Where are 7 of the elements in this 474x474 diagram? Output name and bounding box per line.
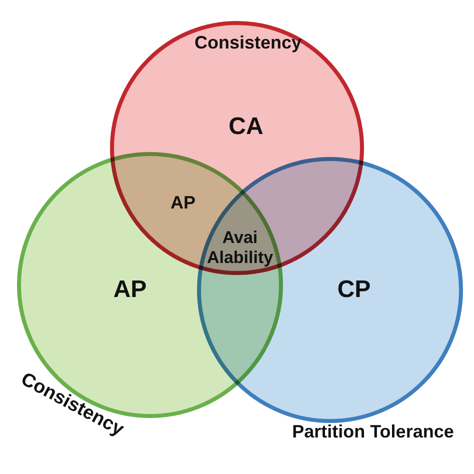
region-label: AP [113,276,147,304]
region-label: AP [169,192,196,214]
circle-title: Partition Tolerance [292,422,454,442]
region-label: CP [337,276,371,304]
circle-title: Consistency [194,32,302,54]
region-label: Avai Alability [206,228,274,268]
region-label: CA [228,113,264,141]
